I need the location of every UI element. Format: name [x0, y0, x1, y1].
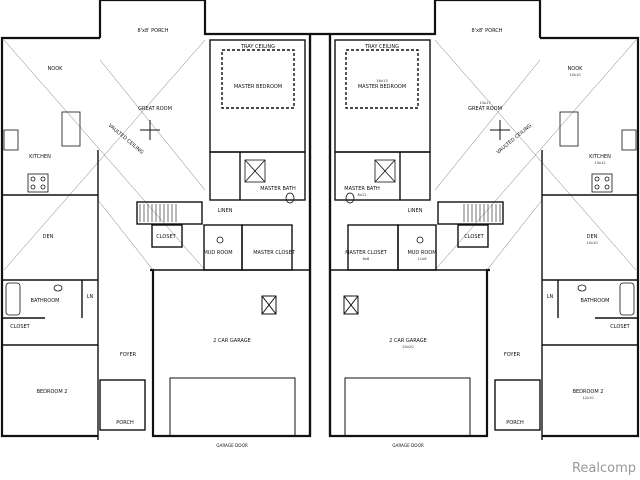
label-den: DEN [43, 234, 54, 240]
label-mud-room-r: MUD ROOM [407, 250, 436, 256]
vaulted-ceiling-lines [3, 39, 637, 271]
label-ln-r: LN [547, 294, 554, 300]
label-mud-room-dim-r: 11x6 [418, 257, 428, 261]
label-foyer: FOYER [120, 352, 137, 358]
label-closet-2-r: CLOSET [610, 324, 630, 330]
label-kitchen: KITCHEN [29, 154, 51, 160]
room-labels-right: 8'x8' PORCH NOOK 10x10 GREAT ROOM 13x17 … [344, 28, 630, 448]
ceiling-fans [140, 120, 510, 140]
label-master-bath-r: MASTER BATH [344, 186, 380, 192]
interior-walls-right [330, 39, 638, 440]
label-great-room-r: GREAT ROOM [468, 106, 502, 112]
kitchen-fixtures [3, 111, 637, 193]
label-garage-door-r: GARAGE DOOR [392, 443, 424, 448]
garage-doors [169, 295, 471, 437]
label-master-closet-r: MASTER CLOSET [345, 250, 388, 256]
exterior-walls [0, 0, 640, 438]
label-garage-dim-r: 20x20 [402, 345, 414, 349]
label-master-bath: MASTER BATH [260, 186, 296, 192]
label-den-r: DEN [587, 234, 598, 240]
label-kitchen-dim-r: 13x12 [594, 161, 605, 165]
label-porch-top-r: 8'x8' PORCH [471, 28, 502, 34]
label-bathroom: BATHROOM [31, 298, 60, 304]
label-ln: LN [87, 294, 94, 300]
stairs [139, 204, 501, 222]
label-tray-ceiling: TRAY CEILING [240, 44, 275, 50]
label-linen-r: LINEN [408, 208, 423, 214]
label-porch-top: 8'x8' PORCH [137, 28, 168, 34]
label-bedroom2-dim-r: 12x10 [582, 396, 594, 400]
label-great-room: GREAT ROOM [138, 106, 172, 112]
label-porch-bottom: PORCH [116, 420, 134, 426]
label-master-bedroom-r: MASTER BEDROOM [358, 84, 406, 90]
label-garage-door: GARAGE DOOR [216, 443, 248, 448]
label-garage: 2 CAR GARAGE [213, 338, 251, 344]
label-nook: NOOK [48, 66, 64, 72]
label-master-closet: MASTER CLOSET [253, 250, 296, 256]
label-master-bath-dim-r: 8x12 [358, 193, 367, 197]
label-closet-r: CLOSET [464, 234, 484, 240]
interior-walls-left [2, 39, 310, 440]
label-mud-room: MUD ROOM [203, 250, 232, 256]
label-tray-ceiling-r: TRAY CEILING [364, 44, 399, 50]
label-closet-2: CLOSET [10, 324, 30, 330]
label-nook-dim-r: 10x10 [569, 73, 581, 77]
bath-fixtures [5, 159, 635, 316]
label-den-dim-r: 10x10 [586, 241, 598, 245]
label-master-closet-dim-r: 6x8 [363, 257, 370, 261]
label-foyer-r: FOYER [504, 352, 521, 358]
label-bathroom-r: BATHROOM [581, 298, 610, 304]
watermark: Realcomp [572, 461, 636, 476]
label-linen: LINEN [218, 208, 233, 214]
label-closet: CLOSET [156, 234, 176, 240]
label-kitchen-r: KITCHEN [589, 154, 611, 160]
label-master-bedroom-dim-r: 16x13 [376, 79, 387, 83]
label-nook-r: NOOK [568, 66, 584, 72]
label-bedroom2: BEDROOM 2 [37, 389, 68, 395]
label-master-bedroom: MASTER BEDROOM [234, 84, 282, 90]
label-bedroom2-r: BEDROOM 2 [573, 389, 604, 395]
label-great-room-dim-r: 13x17 [479, 101, 490, 105]
label-porch-bottom-r: PORCH [506, 420, 524, 426]
label-garage-r: 2 CAR GARAGE [389, 338, 427, 344]
